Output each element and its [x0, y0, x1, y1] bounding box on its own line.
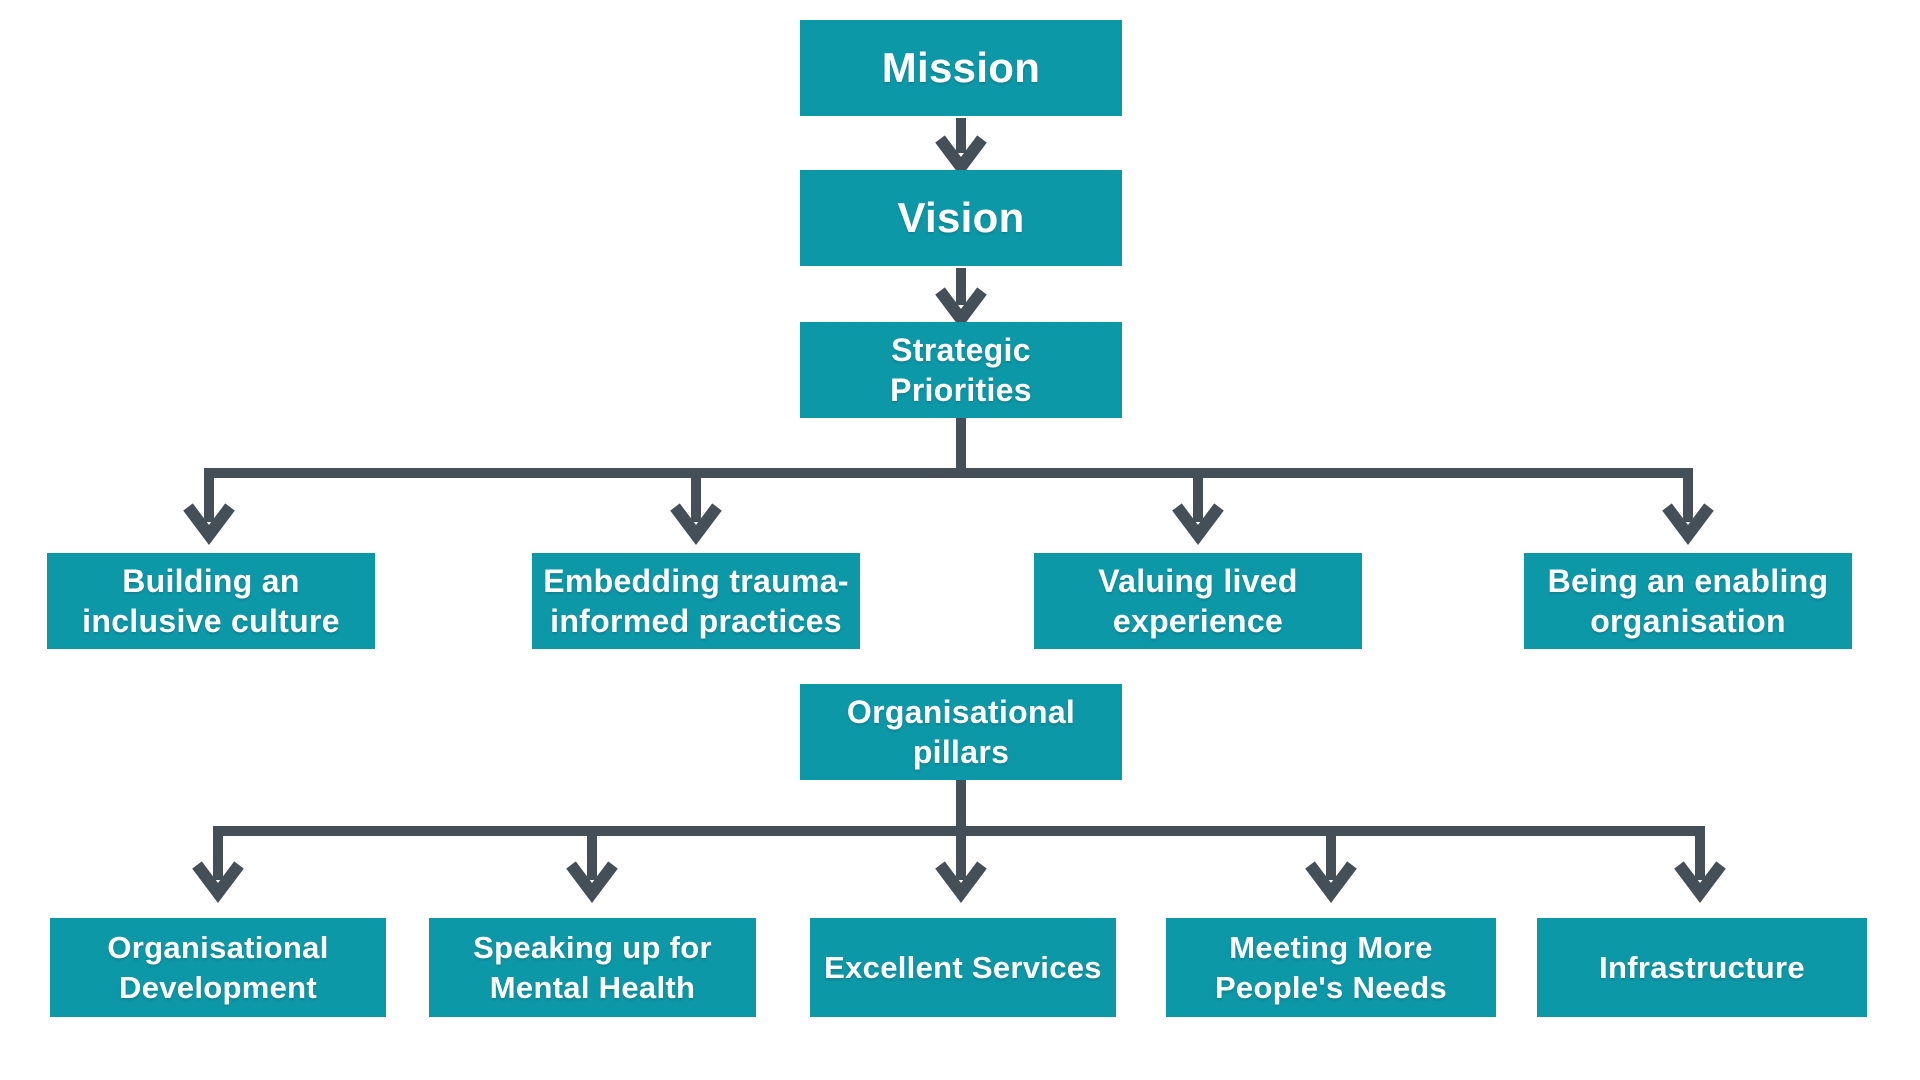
arrow-down-icon	[1172, 503, 1224, 545]
node-being-enabling-organisation: Being an enabling organisation	[1524, 553, 1852, 649]
node-organisational-development: Organisational Development	[50, 918, 386, 1017]
arrow-down-icon	[935, 118, 987, 177]
node-meeting-more-peoples-needs: Meeting More People's Needs	[1166, 918, 1496, 1017]
node-mission: Mission	[800, 20, 1122, 116]
arrow-down-icon	[183, 503, 235, 545]
node-speaking-up-for-mental-health: Speaking up for Mental Health	[429, 918, 756, 1017]
node-strategic-priorities: Strategic Priorities	[800, 322, 1122, 418]
node-organisational-pillars: Organisational pillars	[800, 684, 1122, 780]
node-embedding-trauma-informed-practices: Embedding trauma- informed practices	[532, 553, 860, 649]
arrow-down-icon	[1305, 861, 1357, 903]
arrow-down-icon	[192, 861, 244, 903]
arrow-down-icon	[1674, 861, 1726, 903]
node-excellent-services: Excellent Services	[810, 918, 1116, 1017]
arrow-down-icon	[566, 861, 618, 903]
arrow-down-icon	[935, 268, 987, 329]
node-valuing-lived-experience: Valuing lived experience	[1034, 553, 1362, 649]
pillars-branch-connector	[192, 780, 1726, 903]
node-infrastructure: Infrastructure	[1537, 918, 1867, 1017]
priorities-branch-connector	[183, 418, 1714, 545]
arrow-down-icon	[1662, 503, 1714, 545]
arrow-down-icon	[670, 503, 722, 545]
arrow-down-icon	[935, 861, 987, 903]
node-building-inclusive-culture: Building an inclusive culture	[47, 553, 375, 649]
node-vision: Vision	[800, 170, 1122, 266]
